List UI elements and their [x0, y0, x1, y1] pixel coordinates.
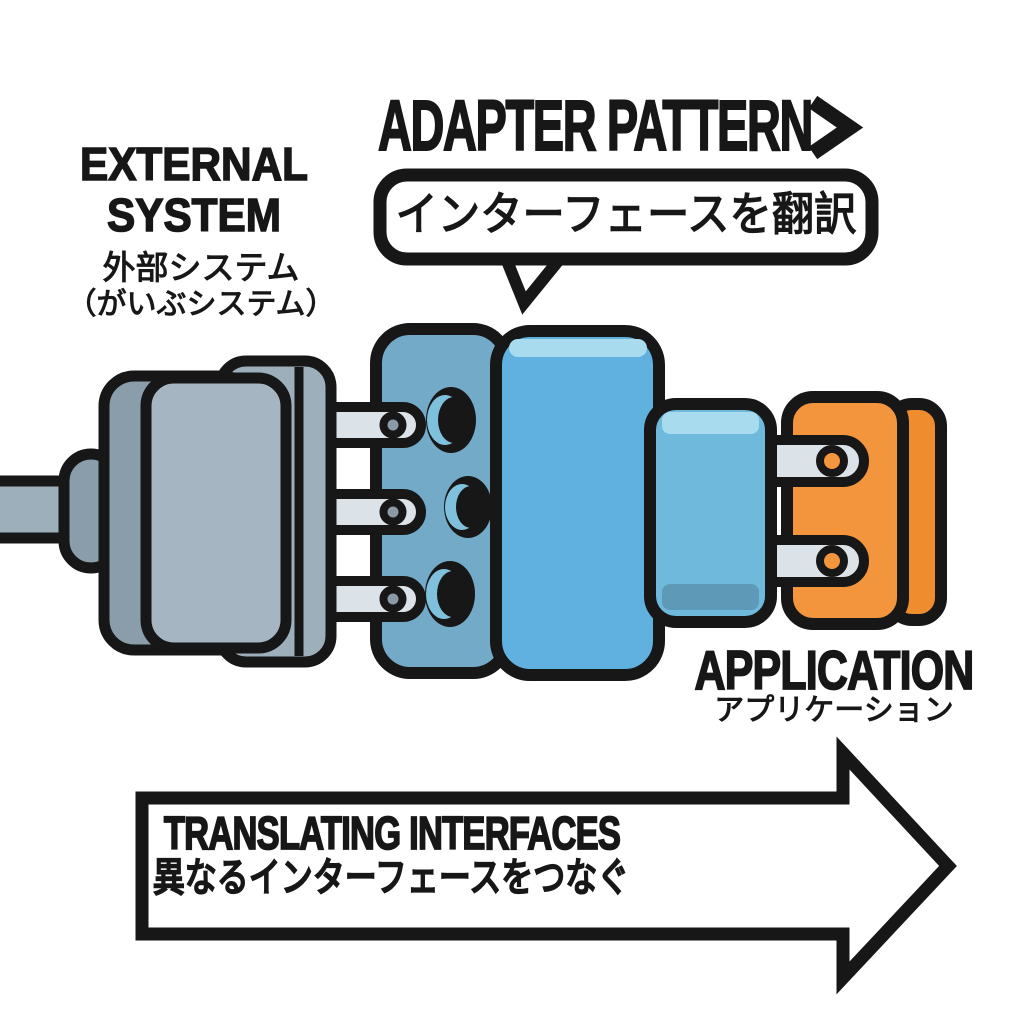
speech-bubble-text: インターフェースを翻訳: [395, 188, 857, 240]
page-title: ADAPTER PATTERN: [377, 87, 814, 166]
adapter-output-prongs: [747, 435, 869, 587]
adapter-socket-hole: [444, 476, 492, 538]
plug-body-front: [140, 372, 292, 654]
adapter-output-plug: [644, 398, 777, 628]
output-plug-shadow: [662, 584, 759, 610]
socket-face: [781, 391, 909, 630]
adapter-output-prong: [747, 435, 869, 487]
banner-text-jp: 異なるインターフェースをつなぐ: [152, 856, 630, 900]
banner-arrow: [135, 736, 957, 995]
adapter-socket-hole: [426, 387, 476, 453]
external-system-label-jp-reading: （がいぶシステム）: [66, 288, 336, 321]
application-label-jp: アプリケーション: [714, 694, 954, 727]
external-system-label-jp: 外部システム: [102, 249, 300, 286]
output-plug-highlight: [662, 412, 759, 434]
adapter-socket-hole: [425, 561, 475, 627]
speech-bubble-box: [373, 168, 879, 266]
speech-bubble: [373, 168, 879, 315]
adapter-socket-holes: [425, 387, 492, 627]
application-label: APPLICATION: [694, 639, 975, 701]
application-socket: [781, 391, 947, 630]
banner-text: TRANSLATING INTERFACES: [163, 807, 621, 859]
external-plug: [0, 355, 337, 668]
adapter-top-highlight: [509, 339, 647, 357]
external-system-label: EXTERNAL SYSTEM: [79, 138, 309, 242]
chevron-right-icon: [808, 95, 864, 160]
adapter-body-right: [490, 325, 665, 681]
